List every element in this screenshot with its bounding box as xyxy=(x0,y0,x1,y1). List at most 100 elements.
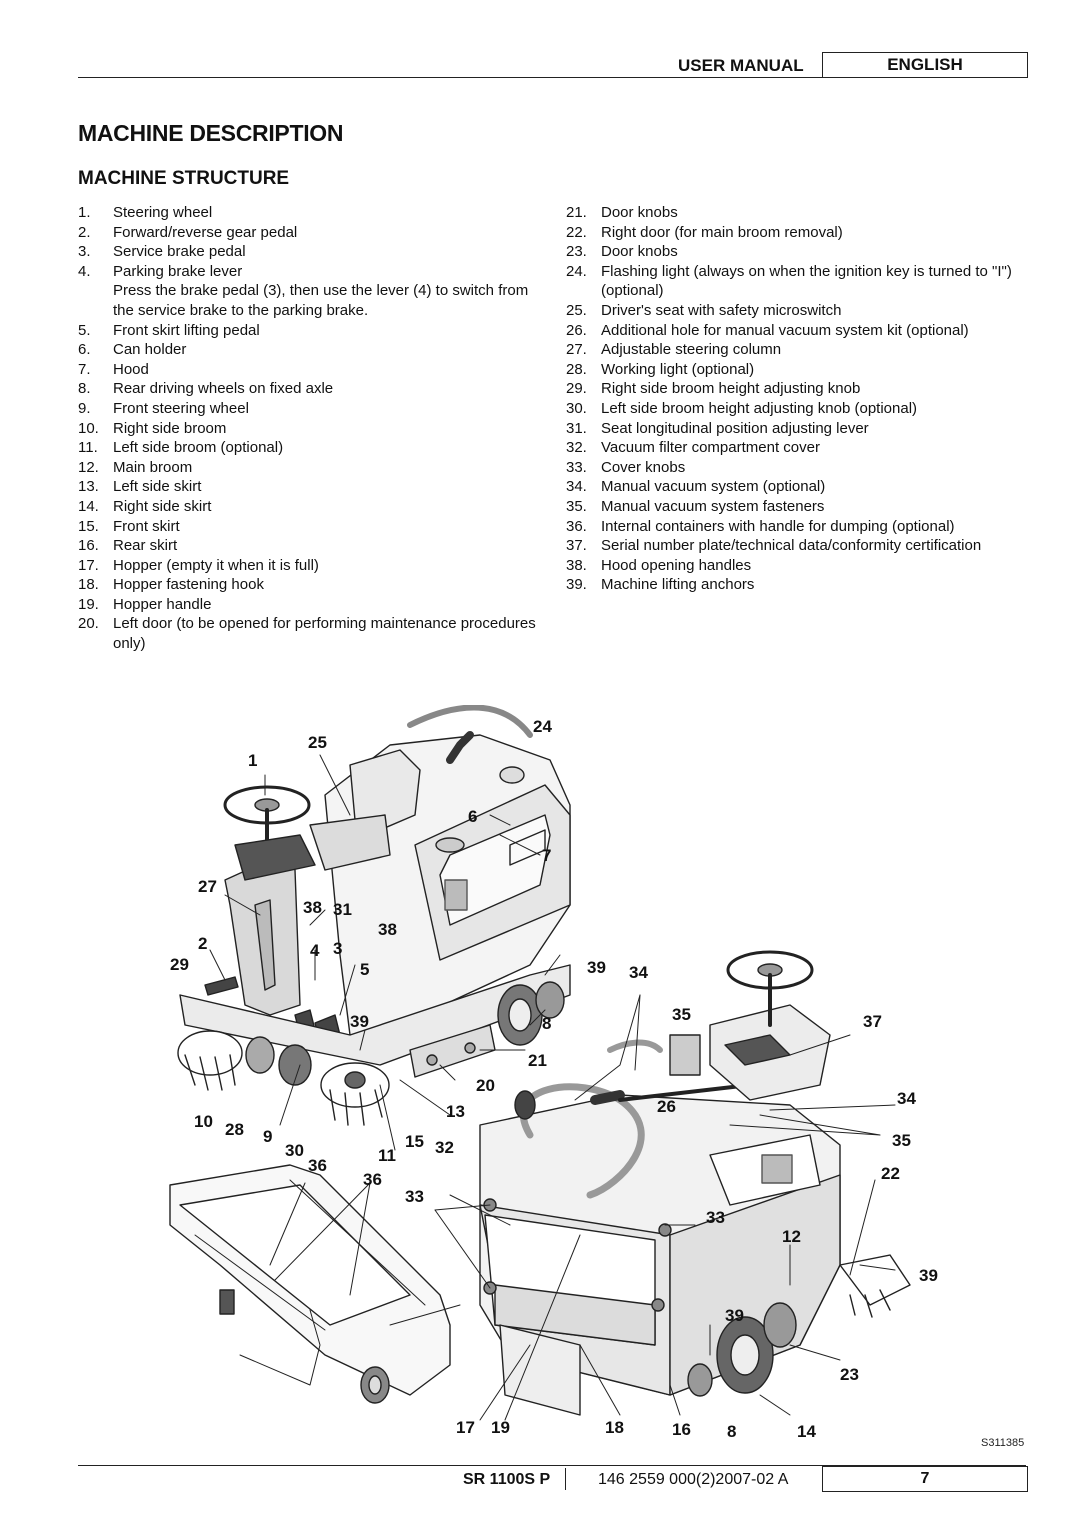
item-number: 1. xyxy=(78,204,91,221)
item-number: 29. xyxy=(566,380,587,398)
callout-34b: 34 xyxy=(897,1089,916,1108)
item-number: 27. xyxy=(566,341,587,359)
item-number: 12. xyxy=(78,458,99,476)
item-number: 5. xyxy=(78,321,91,339)
list-item: 3.Service brake pedal xyxy=(78,242,538,262)
list-item: 17.Hopper (empty it when it is full) xyxy=(78,556,538,576)
list-item: 25.Driver's seat with safety microswitch xyxy=(566,301,1036,321)
hopper-view xyxy=(169,1164,461,1404)
item-text: Additional hole for manual vacuum system… xyxy=(601,321,969,339)
list-item: 8.Rear driving wheels on fixed axle xyxy=(78,379,538,399)
item-text: Hood xyxy=(113,360,149,378)
callout-23: 23 xyxy=(840,1365,859,1384)
list-item: 7.Hood xyxy=(78,360,538,380)
list-item: Press the brake pedal (3), then use the … xyxy=(78,281,538,320)
header-manual-label: USER MANUAL xyxy=(678,56,804,75)
callout-15: 15 xyxy=(405,1132,424,1151)
callout-28: 28 xyxy=(225,1120,244,1139)
item-text: Main broom xyxy=(113,458,193,476)
callout-38a: 38 xyxy=(303,898,322,917)
list-item: 19.Hopper handle xyxy=(78,595,538,615)
item-number: 18. xyxy=(78,576,99,594)
footer-separator xyxy=(565,1468,566,1490)
machine-drawing xyxy=(169,704,911,1421)
item-number: 3. xyxy=(78,243,91,261)
callout-12: 12 xyxy=(782,1227,801,1246)
callout-20: 20 xyxy=(476,1076,495,1095)
callout-33b: 33 xyxy=(706,1208,725,1227)
callout-37: 37 xyxy=(863,1012,882,1031)
item-number: 14. xyxy=(78,497,99,515)
section-title: MACHINE STRUCTURE xyxy=(78,168,290,189)
item-number: 36. xyxy=(566,517,587,535)
list-item: 2.Forward/reverse gear pedal xyxy=(78,223,538,243)
callout-38b: 38 xyxy=(378,920,397,939)
callout-11: 11 xyxy=(378,1146,396,1165)
list-item: 39.Machine lifting anchors xyxy=(566,575,1036,595)
callout-24: 24 xyxy=(533,717,552,736)
callout-36a: 36 xyxy=(308,1156,327,1175)
list-item: 24.Flashing light (always on when the ig… xyxy=(566,262,1036,301)
header-rule xyxy=(78,77,822,78)
item-number: 30. xyxy=(566,399,587,417)
footer-model: SR 1100S P xyxy=(463,1471,551,1488)
component-list-left: 1. Steering wheel 2.Forward/reverse gear p… xyxy=(78,203,538,654)
header-language-box: ENGLISH xyxy=(822,52,1028,78)
item-text: Press the brake pedal (3), then use the … xyxy=(113,282,529,319)
item-number: 2. xyxy=(78,223,91,241)
callout-29: 29 xyxy=(170,955,189,974)
header-language-label: ENGLISH xyxy=(887,55,963,74)
item-number: 35. xyxy=(566,497,587,515)
callout-8b: 8 xyxy=(727,1422,737,1441)
callout-18: 18 xyxy=(605,1418,624,1437)
item-number: 20. xyxy=(78,615,99,633)
callout-36b: 36 xyxy=(363,1170,382,1189)
list-item: 37.Serial number plate/technical data/co… xyxy=(566,536,1036,556)
list-item: 32. Vacuum filter compartment cover xyxy=(566,438,1036,458)
callout-2: 2 xyxy=(198,934,208,953)
item-text: Steering wheel xyxy=(113,204,213,221)
footer-rule xyxy=(78,1465,1026,1466)
figure-code: S311385 xyxy=(981,1437,1025,1449)
item-number: 19. xyxy=(78,595,99,613)
item-text: Left door (to be opened for performing m… xyxy=(113,615,536,653)
machine-rear-view xyxy=(479,1083,911,1416)
item-text: Manual vacuum system (optional) xyxy=(601,478,826,496)
callout-34a: 34 xyxy=(629,963,648,982)
manual-vacuum-view xyxy=(607,950,831,1101)
callout-13: 13 xyxy=(446,1102,465,1121)
callout-39d: 39 xyxy=(725,1306,744,1325)
item-number: 21. xyxy=(566,204,587,221)
item-text: Vacuum filter compartment cover xyxy=(601,439,820,457)
item-number: 26. xyxy=(566,321,587,339)
list-item: 16.Rear skirt xyxy=(78,536,538,556)
list-item: 11. Left side broom (optional) xyxy=(78,438,538,458)
callout-26: 26 xyxy=(657,1097,676,1116)
item-text: Hopper fastening hook xyxy=(113,576,264,594)
item-number: 10. xyxy=(78,419,99,437)
item-number: 15. xyxy=(78,517,99,535)
item-number: 11. xyxy=(78,439,98,457)
item-number: 37. xyxy=(566,537,587,555)
item-text: Rear skirt xyxy=(113,537,178,555)
callout-21: 21 xyxy=(528,1051,547,1070)
item-text: Right side broom xyxy=(113,419,227,437)
callout-39c: 39 xyxy=(919,1266,938,1285)
callout-1: 1 xyxy=(248,751,258,770)
list-item: 6.Can holder xyxy=(78,340,538,360)
item-text: Left side skirt xyxy=(113,478,202,496)
item-text: Parking brake lever xyxy=(113,262,243,280)
callout-39b: 39 xyxy=(350,1012,369,1031)
item-number: 32. xyxy=(566,439,587,457)
callout-32: 32 xyxy=(435,1138,454,1157)
item-number: 31. xyxy=(566,419,587,437)
machine-diagram: 24 25 1 6 7 27 38 31 38 2 4 3 29 5 39 34… xyxy=(150,704,1050,1445)
item-text: Left side broom (optional) xyxy=(113,439,284,457)
item-text: Right side broom height adjusting knob xyxy=(601,380,861,398)
item-number: 6. xyxy=(78,341,91,359)
callout-7: 7 xyxy=(542,846,552,865)
page-title: MACHINE DESCRIPTION xyxy=(78,120,344,146)
callout-4: 4 xyxy=(310,941,320,960)
callout-9: 9 xyxy=(263,1127,273,1146)
item-text: Front steering wheel xyxy=(113,399,249,417)
